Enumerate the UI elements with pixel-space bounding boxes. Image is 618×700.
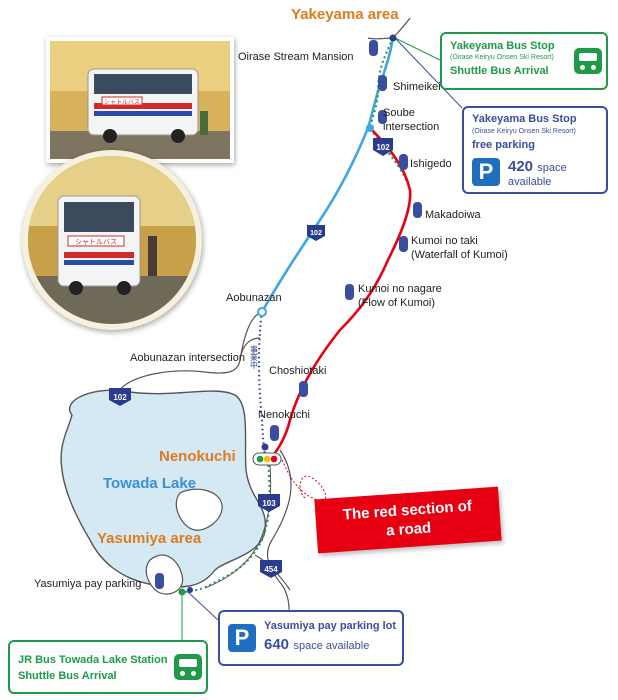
photo1-sign: シャトルバス [104, 99, 140, 106]
yasumiya-parking-capacity: 640 [264, 636, 290, 653]
route-102-west-text: 102 [113, 393, 127, 402]
yakeyama-shuttle-sub: (Oirase Keiryu Onsen Ski Resort) [450, 54, 554, 61]
green-shuttle-route [267, 37, 412, 461]
yasumiya-junction-dot [178, 588, 186, 596]
nenokuchi-dot [261, 443, 269, 451]
nenokuchi-area-label: Nenokuchi [159, 448, 236, 465]
towada-lake [60, 389, 266, 588]
bus-stop-yasumiya[interactable] [155, 573, 164, 589]
callout-yasumiya-parking [187, 591, 219, 621]
callout-yakeyama-shuttle [394, 37, 441, 61]
yasumiya-parking-unit: space available [293, 640, 370, 652]
yakeyama-parking-capacity: 420 [508, 158, 534, 175]
blue-route [260, 37, 395, 313]
shuttle-bus-icon [574, 48, 602, 74]
construction-route [258, 311, 267, 461]
stop-label-choshiotaki: Choshiotaki [269, 365, 327, 377]
stop-label-soube-intersection: intersection [383, 121, 440, 133]
bus-stop-kumoi-taki[interactable] [399, 236, 408, 252]
yakeyama-parking-sub: (Oirase Keiryu Onsen Ski Resort) [472, 128, 576, 135]
parking-icon-yasumiya: P [228, 624, 256, 652]
yasumiya-parking-title: Yasumiya pay parking lot [264, 620, 397, 632]
stop-label-nenokuchi: Nenokuchi [258, 409, 310, 421]
route-shield-103: 103 [258, 494, 280, 512]
yakeyama-parking-title: Yakeyama Bus Stop [472, 113, 577, 125]
yakeyama-area-label: Yakeyama area [291, 6, 399, 23]
jr-bus-box: JR Bus Towada Lake Station Shuttle Bus A… [8, 640, 208, 694]
bus-stop-nenokuchi[interactable] [270, 425, 279, 441]
yakeyama-shuttle-line: Shuttle Bus Arrival [450, 65, 549, 77]
east-road [267, 449, 292, 626]
route-shield-454: 454 [260, 560, 282, 578]
south-road [204, 464, 272, 589]
route-shield-102-mid: 102 [307, 225, 325, 241]
stop-label-kumoi-nagare: Kumoi no nagare [358, 283, 442, 295]
route-454-text: 454 [264, 565, 278, 574]
jr-bus-line2: Shuttle Bus Arrival [18, 670, 117, 682]
callout-yakeyama-parking [394, 37, 463, 109]
shuttle-bus-photo-1: シャトルバス [46, 37, 234, 163]
shuttle-bus-photo-2: シャトルバス [22, 150, 202, 330]
yakeyama-parking-note: available [508, 176, 552, 188]
yakeyama-road-west [367, 37, 394, 40]
banner-pointer [281, 459, 327, 502]
stop-label-kumoi-taki-en: (Waterfall of Kumoi) [411, 249, 508, 261]
yakeyama-junction-dot [389, 34, 397, 42]
yakeyama-shuttle-title: Yakeyama Bus Stop [450, 40, 555, 52]
yasumiya-parking-dot [187, 587, 193, 593]
route-102-mid-text: 102 [310, 230, 322, 237]
bus-stop-makadoiwa[interactable] [413, 202, 422, 218]
parking-icon: P [472, 158, 500, 186]
construction-label: 事業中 [250, 344, 259, 370]
stop-label-aobunazan: Aobunazan [226, 292, 282, 304]
yakeyama-parking-line: free parking [472, 139, 535, 151]
yakeyama-parking-box: Yakeyama Bus Stop (Oirase Keiryu Onsen S… [462, 106, 608, 194]
bus-stop-choshiotaki[interactable] [299, 381, 308, 397]
route-shield-102-west: 102 [109, 388, 131, 406]
towada-lake-label: Towada Lake [103, 475, 197, 492]
yakeyama-shuttle-box: Yakeyama Bus Stop (Oirase Keiryu Onsen S… [440, 32, 608, 90]
stop-label-ishigedo: Ishigedo [410, 158, 452, 170]
stop-label-soube: Soube [383, 107, 415, 119]
jr-bus-line1: JR Bus Towada Lake Station [18, 654, 168, 666]
route-102-north-text: 102 [376, 143, 390, 152]
lakeshore-road [117, 337, 261, 393]
shuttle-bus-icon-jr [174, 654, 202, 680]
yasumiya-parking-box: P Yasumiya pay parking lot 640 space ava… [218, 610, 404, 666]
south-shuttle-route [179, 459, 271, 593]
bus-stop-shimeikei[interactable] [378, 75, 387, 91]
bus-stop-soube[interactable] [378, 110, 387, 124]
photo2-sign: シャトルバス [75, 238, 117, 246]
stop-label-aobunazan-intersection: Aobunazan intersection [130, 352, 245, 364]
nakayama-peninsula [175, 488, 223, 531]
stop-label-kumoi-nagare-en: (Flow of Kumoi) [358, 297, 436, 309]
stop-label-kumoi-taki: Kumoi no taki [411, 235, 478, 247]
stop-label-makadoiwa: Makadoiwa [425, 209, 481, 221]
yasumiya-area-label: Yasumiya area [97, 530, 202, 547]
soube-junction-dot [366, 124, 374, 132]
yakeyama-parking-unit: space [537, 162, 567, 174]
stop-label-oirase-mansion: Oirase Stream Mansion [238, 51, 354, 63]
bus-stop-ishigedo[interactable] [399, 154, 408, 170]
route-103-text: 103 [262, 499, 276, 508]
route-shield-102-north: 102 [373, 138, 393, 156]
stop-label-yasumiya-pay-parking: Yasumiya pay parking [34, 578, 142, 590]
bus-stop-oirase-mansion[interactable] [369, 40, 378, 56]
bus-stop-kumoi-nagare[interactable] [345, 284, 354, 300]
red-road-section [267, 127, 412, 462]
aobunazan-dot [257, 307, 267, 317]
stop-label-shimeikei: Shimeikei [393, 81, 441, 93]
